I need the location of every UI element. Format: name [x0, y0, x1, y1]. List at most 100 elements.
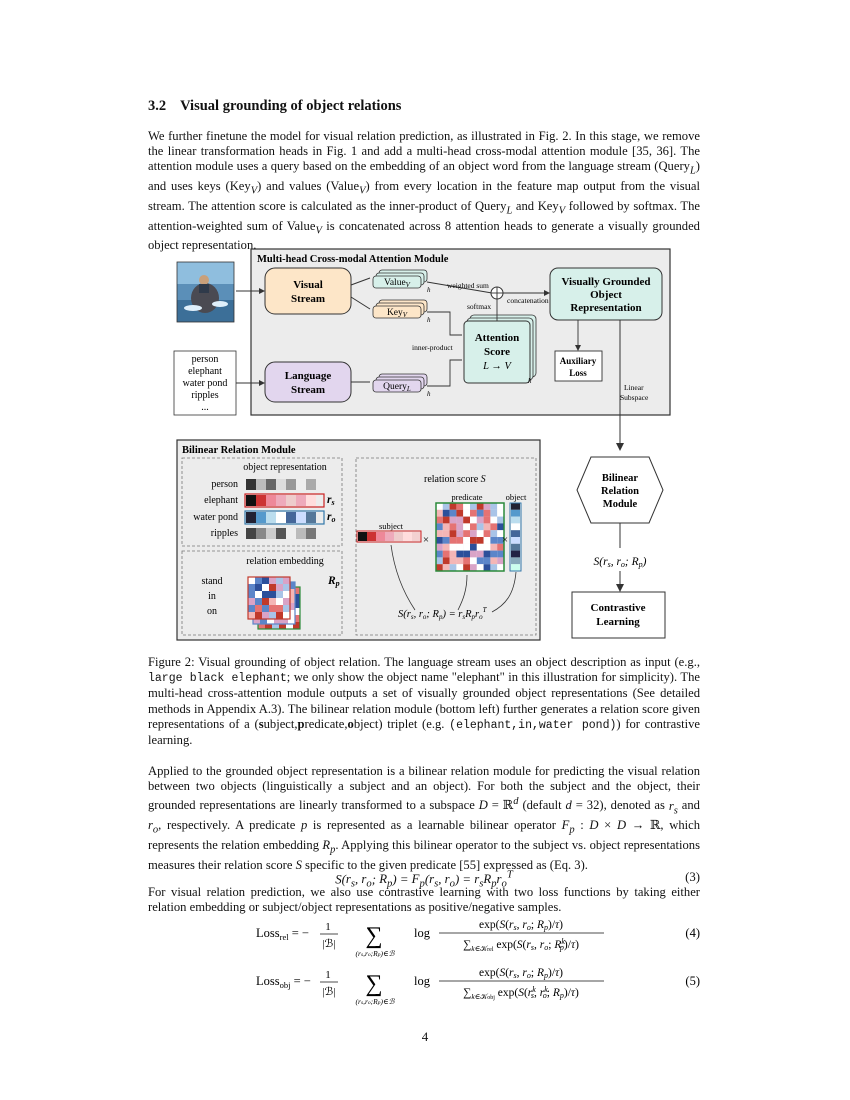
heatmap-cell [463, 503, 470, 510]
svg-text:1: 1 [325, 969, 331, 981]
heatmap-cell [470, 530, 477, 537]
section-number: 3.2 [148, 98, 167, 114]
object-vector [509, 502, 522, 572]
heatmap-cell [509, 502, 522, 572]
heatmap-cell [255, 577, 262, 584]
heatmap-cell [470, 564, 477, 571]
relation-embedding-matrices [247, 576, 301, 630]
page-number: 4 [421, 1029, 429, 1044]
heatmap-cell [456, 564, 464, 571]
svg-text:log: log [414, 926, 431, 940]
heatmap-cell [449, 543, 457, 551]
heatmap-cell [262, 612, 269, 619]
heatmap-cell [262, 577, 269, 584]
word-ellipsis: ... [201, 402, 209, 413]
heatmap-cell [260, 617, 267, 624]
heatmap-cell [490, 564, 498, 571]
heatmap-cell [367, 532, 376, 541]
heatmap-cell [470, 503, 477, 510]
key-h: h [427, 316, 431, 324]
heatmap-cell [283, 605, 290, 612]
heatmap-cell [490, 537, 498, 544]
heatmap-cell [456, 509, 464, 517]
figure-2: Multi-head Cross-modal Attention Module … [173, 248, 671, 641]
vgor-label-2: Object [590, 289, 622, 301]
query-box-stack [372, 373, 428, 393]
heatmap-cell [463, 516, 470, 524]
paragraph-contrastive: For visual relation prediction, we also … [148, 885, 700, 915]
linear-label-1: Linear [624, 383, 644, 392]
heatmap-cell [269, 591, 276, 598]
heatmap-cell [288, 603, 295, 610]
attention-score-label-3: L → V [482, 361, 512, 372]
heatmap-cell [449, 564, 457, 571]
eq3-number: (3) [685, 870, 700, 884]
heatmap-cell [497, 509, 504, 517]
vgor-label-1: Visually Grounded [562, 276, 651, 288]
heatmap-cell [456, 550, 464, 558]
heatmap-cell [490, 503, 498, 510]
heatmap-cell [436, 503, 443, 510]
heatmap-cell [276, 612, 283, 619]
attention-score-label-1: Attention [475, 332, 520, 344]
heatmap-cell [490, 557, 498, 565]
heatmap-cell [483, 564, 491, 571]
heatmap-cell [456, 530, 464, 537]
language-stream-box [264, 361, 352, 403]
svg-text:|ℬ|: |ℬ| [322, 986, 335, 998]
heatmap-cell [476, 557, 484, 565]
heatmap-cell [436, 509, 443, 517]
bilinear-module-hexagon [576, 456, 664, 524]
svg-text:1: 1 [325, 921, 331, 933]
heatmap-cell [449, 550, 457, 558]
svg-text:exp(S(rs, ro; Rp)/τ): exp(S(rs, ro; Rp)/τ) [479, 919, 563, 932]
heatmap-cell [511, 537, 520, 544]
language-stream-label-2: Stream [291, 384, 325, 396]
bilinear-module-label-1: Bilinear [602, 473, 639, 484]
heatmap-cell [483, 550, 491, 558]
heatmap-cell [470, 509, 477, 517]
contrastive-box [571, 591, 666, 639]
value-box-stack [372, 269, 428, 289]
heatmap-cell [279, 622, 286, 629]
heatmap-cell [463, 543, 470, 551]
vgor-box [549, 267, 663, 321]
heatmap-cell [497, 550, 504, 558]
heatmap-cell [283, 598, 290, 605]
heatmap-cell [470, 523, 477, 531]
heatmap-cell [394, 532, 403, 541]
heatmap-cell [385, 532, 394, 541]
heatmap-cell [269, 584, 276, 591]
heatmap-cell [288, 617, 295, 624]
svg-text:Lossrel = −: Lossrel = − [256, 926, 309, 942]
heatmap-cell [276, 591, 283, 598]
obj-row-water-pond: water pond [193, 512, 238, 523]
heatmap-cell [483, 503, 491, 510]
heatmap-cell [358, 532, 367, 541]
heatmap-cell [267, 617, 274, 624]
heatmap-cell [276, 598, 283, 605]
heatmap-cell [476, 550, 484, 558]
heatmap-cell [476, 543, 484, 551]
heatmap-cell [511, 564, 520, 571]
bilinear-module-label-2: Relation [601, 486, 639, 497]
aux-loss-label-1: Auxiliary [560, 356, 597, 366]
brm-title: Bilinear Relation Module [182, 445, 296, 456]
heatmap-cell [436, 557, 443, 565]
word-elephant: elephant [188, 366, 222, 377]
heatmap-cell [253, 617, 260, 624]
svg-text:Lossobj = −: Lossobj = − [256, 974, 311, 990]
heatmap-cell [248, 605, 255, 612]
heatmap-cell [490, 530, 498, 537]
softmax-label: softmax [467, 302, 491, 311]
paragraph-bilinear: Applied to the grounded object represent… [148, 764, 701, 872]
visual-stream-box [264, 267, 352, 315]
heatmap-cell [497, 523, 504, 531]
heatmap-cell [442, 516, 450, 524]
query-h: h [427, 390, 431, 398]
obj-row-elephant: elephant [204, 495, 238, 506]
heatmap-cell [483, 530, 491, 537]
heatmap-cell [248, 598, 255, 605]
vgor-label-3: Representation [570, 302, 641, 314]
